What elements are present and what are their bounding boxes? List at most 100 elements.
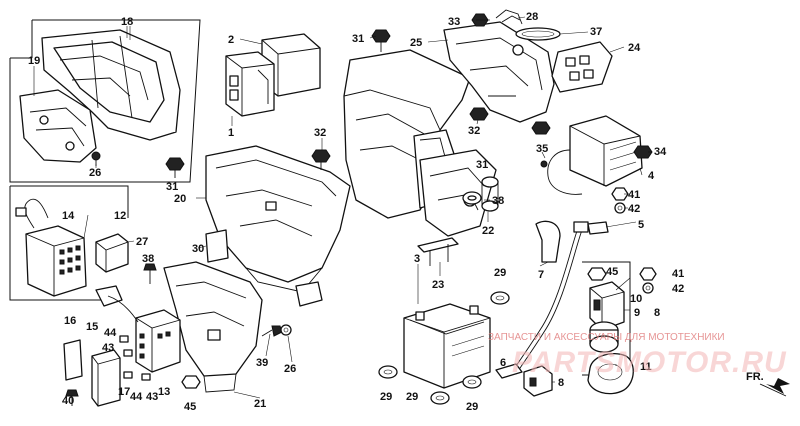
part-21-lower-tray	[163, 261, 263, 393]
callout-38: 38	[492, 195, 504, 207]
callout-2: 2	[228, 34, 234, 46]
callout-1: 1	[228, 127, 234, 139]
part-27-cover	[95, 233, 129, 273]
part-29-grommet-c	[430, 391, 450, 405]
part-8-clip	[523, 365, 553, 397]
part-31-screw-b	[165, 157, 185, 178]
front-arrow-icon	[766, 378, 790, 394]
watermark: ЗАПЧАСТИ И АКСЕССУАРЫ ДЛЯ МОТОТЕХНИКИ PA…	[488, 332, 787, 379]
callout-4: 4	[648, 170, 655, 182]
callout-17: 17	[118, 386, 130, 398]
callout-41: 41	[672, 268, 684, 280]
callout-labels: 18 19 26 2 1 31 33 28 37 25 24 32 32 31 …	[28, 11, 684, 413]
part-26-screw-a	[91, 151, 101, 166]
callout-14: 14	[62, 210, 75, 222]
callout-8: 8	[558, 377, 564, 389]
callout-38: 38	[142, 253, 154, 265]
part-28-clip	[495, 9, 523, 25]
callout-42: 42	[628, 203, 640, 215]
callout-37: 37	[590, 26, 602, 38]
part-1-relay-box	[225, 51, 275, 117]
part-44-clip-a	[119, 335, 129, 343]
callout-24: 24	[628, 42, 641, 54]
part-18-bracket	[41, 26, 181, 141]
part-44-clip-b	[123, 371, 133, 379]
callout-41: 41	[628, 189, 640, 201]
callout-29: 29	[494, 267, 506, 279]
callout-42: 42	[672, 283, 684, 295]
callout-43: 43	[102, 342, 114, 354]
part-40-screw	[65, 389, 79, 406]
fuse-slots	[59, 245, 81, 275]
part-23-bracket	[417, 237, 459, 266]
callout-35: 35	[536, 143, 548, 155]
part-31-screw-c	[531, 121, 551, 135]
callout-23: 23	[432, 279, 444, 291]
part-6-terminal	[495, 363, 523, 379]
callout-30: 30	[192, 243, 204, 255]
part-32-screw-a	[311, 149, 331, 170]
part-29-grommet-d	[462, 375, 482, 389]
callout-32: 32	[314, 127, 326, 139]
part-20-main-tray	[205, 145, 351, 307]
watermark-tagline: ЗАПЧАСТИ И АКСЕССУАРЫ ДЛЯ МОТОТЕХНИКИ	[488, 332, 725, 343]
part-29-grommet-a	[490, 291, 510, 305]
callout-44: 44	[104, 327, 117, 339]
callout-10: 10	[630, 293, 642, 305]
part-41-nut-b	[639, 267, 657, 281]
front-label: FR.	[746, 371, 764, 383]
part-45-nut-b	[181, 375, 201, 389]
callout-45: 45	[184, 401, 196, 413]
callout-8: 8	[654, 307, 660, 319]
callout-11: 11	[640, 361, 652, 373]
part-42-washer-b	[642, 282, 654, 294]
callout-19: 19	[28, 55, 40, 67]
group-frame-18-19	[9, 19, 201, 183]
group-frame-12	[9, 185, 129, 301]
part-41-nut-a	[611, 187, 629, 201]
part-7-terminal-cover	[535, 220, 561, 263]
part-38-grommet-a	[462, 191, 482, 205]
part-3-battery	[403, 303, 491, 389]
callout-43: 43	[146, 391, 158, 403]
part-22-rubber	[481, 176, 499, 212]
callout-13: 13	[158, 386, 170, 398]
callout-32: 32	[468, 125, 480, 137]
front-direction-indicator: FR.	[746, 371, 790, 397]
part-37-band	[515, 27, 561, 41]
callout-45: 45	[606, 266, 618, 278]
callout-16: 16	[64, 315, 76, 327]
callout-39: 39	[256, 357, 268, 369]
callout-25: 25	[410, 37, 422, 49]
callout-29: 29	[406, 391, 418, 403]
part-11-rubber-mount	[587, 353, 634, 395]
part-19-mount-plate	[19, 89, 97, 163]
callout-31: 31	[476, 159, 488, 171]
part-9-relay	[589, 281, 625, 331]
callout-7: 7	[538, 269, 544, 281]
watermark-logo: PARTSMOTOR.RU	[512, 346, 787, 379]
part-25-housing	[343, 49, 497, 237]
leader-lines	[33, 16, 652, 399]
callout-22: 22	[482, 225, 494, 237]
part-31-screw-top	[371, 29, 391, 52]
callout-9: 9	[634, 307, 640, 319]
callout-21: 21	[254, 398, 266, 410]
part-17-cover	[91, 349, 121, 407]
callout-44: 44	[130, 391, 143, 403]
part-24-gasket	[551, 41, 613, 93]
callout-34: 34	[654, 146, 667, 158]
part-5-cable	[511, 221, 609, 375]
part-16-plate	[63, 339, 83, 381]
part-13-connector-block	[135, 309, 181, 373]
part-42-washer-a	[614, 202, 626, 214]
callout-3: 3	[414, 253, 420, 265]
part-43-clip-a	[123, 349, 133, 357]
part-45-nut-a	[587, 267, 607, 281]
callout-20: 20	[174, 193, 186, 205]
callout-26: 26	[284, 363, 296, 375]
callout-5: 5	[638, 219, 644, 231]
part-30-label	[205, 229, 229, 263]
part-14-fuse-box	[15, 198, 87, 297]
